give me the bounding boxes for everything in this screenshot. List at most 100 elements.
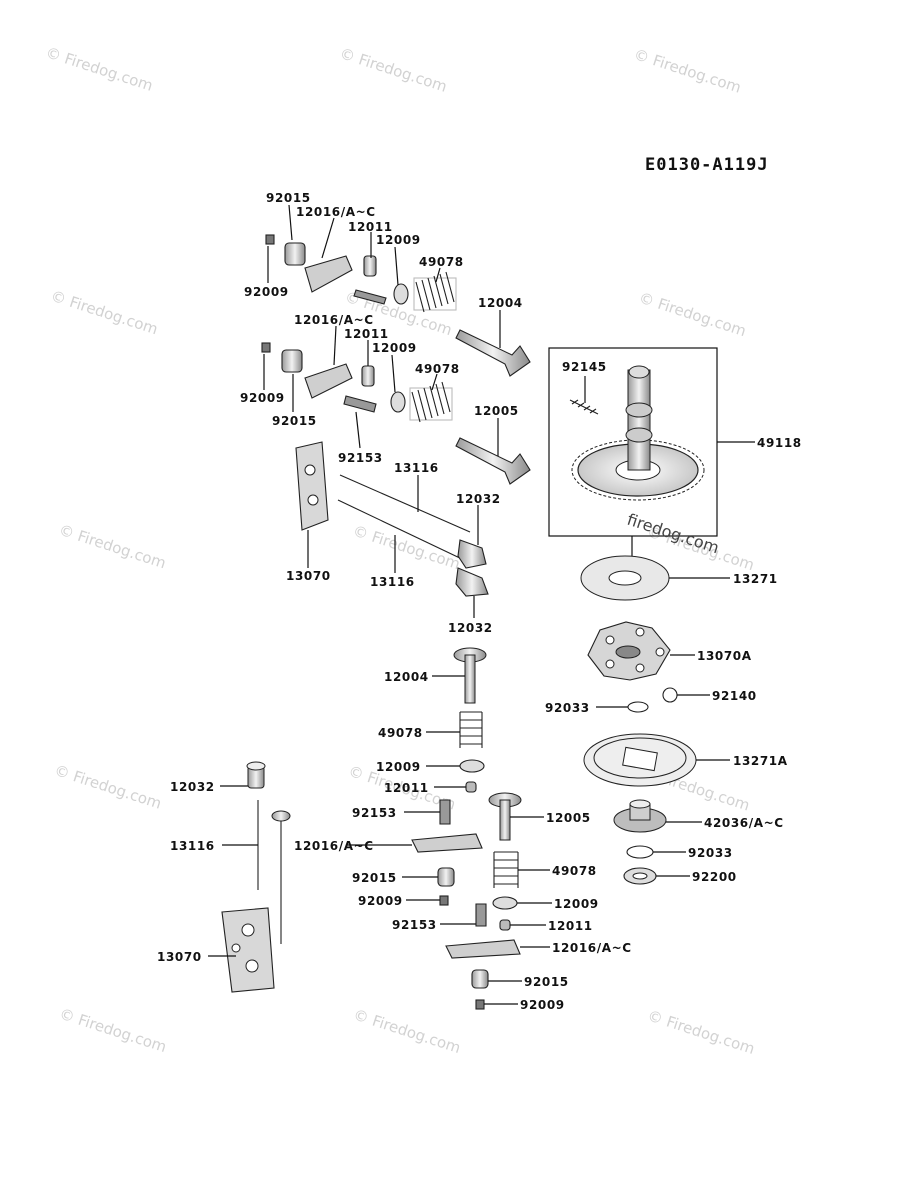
label-92015: 92015	[352, 871, 397, 885]
stud-92153	[439, 799, 451, 825]
spring-49078	[459, 711, 483, 748]
label-12016: 12016/A~C	[552, 941, 632, 955]
label-12009: 12009	[554, 897, 599, 911]
label-92009: 92009	[244, 285, 289, 299]
watermark-text: © Firedog.com	[351, 522, 463, 574]
rocker-arm-12016	[411, 833, 483, 853]
governor-cup-13271A	[583, 733, 697, 787]
valve-12005	[488, 792, 522, 841]
label-92145: 92145	[562, 360, 607, 374]
label-12005: 12005	[546, 811, 591, 825]
watermark-text: © Firedog.com	[645, 1006, 757, 1058]
cap-12011	[361, 365, 375, 387]
label-13116: 13116	[370, 575, 415, 589]
watermark-text: © Firedog.com	[57, 1005, 169, 1057]
label-13070: 13070	[157, 950, 202, 964]
push-rod-13116	[339, 474, 471, 533]
label-12011: 12011	[548, 919, 593, 933]
retainer-12009	[459, 759, 485, 773]
label-92200: 92200	[692, 870, 737, 884]
label-13070A: 13070A	[697, 649, 752, 663]
cap-12011	[499, 919, 511, 931]
watermark-text: © Firedog.com	[57, 521, 169, 573]
label-12011: 12011	[344, 327, 389, 341]
cap-12011	[363, 255, 377, 277]
label-92009: 92009	[240, 391, 285, 405]
adjuster-nut-92009	[261, 342, 271, 353]
label-92033: 92033	[688, 846, 733, 860]
label-92033: 92033	[545, 701, 590, 715]
retainer-12009	[393, 283, 409, 305]
label-12032: 12032	[448, 621, 493, 635]
gear-42036	[613, 799, 667, 833]
label-12016: 12016/A~C	[294, 839, 374, 853]
rocker-arm-12016	[304, 255, 353, 293]
label-12032: 12032	[456, 492, 501, 506]
rocker-arm-12016	[304, 363, 353, 399]
label-12009: 12009	[372, 341, 417, 355]
label-49078: 49078	[552, 864, 597, 878]
label-12004: 12004	[384, 670, 429, 684]
adjuster-nut-92009	[439, 895, 449, 906]
label-13116: 13116	[394, 461, 439, 475]
label-42036: 42036/A~C	[704, 816, 784, 830]
governor-weight-holder-13070A	[587, 621, 671, 681]
label-13271A: 13271A	[733, 754, 788, 768]
label-13271: 13271	[733, 572, 778, 586]
label-49078: 49078	[378, 726, 423, 740]
watermark-text: © Firedog.com	[637, 289, 749, 341]
label-49078: 49078	[415, 362, 460, 376]
tappet-12032	[457, 539, 487, 569]
label-92153: 92153	[338, 451, 383, 465]
watermark-text: © Firedog.com	[351, 1005, 463, 1057]
watermark-text: © Firedog.com	[338, 44, 450, 96]
retainer-12009	[492, 896, 518, 910]
label-12016: 12016/A~C	[294, 313, 374, 327]
rocker-arm-12016	[445, 939, 521, 959]
stud-92153	[343, 395, 377, 413]
ring-92033	[627, 701, 649, 713]
label-92015: 92015	[266, 191, 311, 205]
label-92140: 92140	[712, 689, 757, 703]
pivot-92015	[437, 867, 455, 887]
watermark-text: © Firedog.com	[48, 287, 160, 339]
label-12032: 12032	[170, 780, 215, 794]
label-92153: 92153	[392, 918, 437, 932]
label-12011: 12011	[348, 220, 393, 234]
valve-12005	[455, 437, 531, 485]
retainer-12009	[390, 391, 406, 413]
ball-92140	[662, 687, 678, 703]
label-92009: 92009	[520, 998, 565, 1012]
adjuster-nut-92009	[475, 999, 485, 1010]
guide-plate-13070	[221, 907, 275, 993]
label-12011: 12011	[384, 781, 429, 795]
rocker-assembly-upper	[265, 234, 531, 377]
spring-92145	[569, 399, 599, 415]
pivot-92015	[471, 969, 489, 989]
diagram-code: E0130-A119J	[645, 155, 769, 175]
watermark-text: © Firedog.com	[632, 45, 744, 97]
watermark-text: © Firedog.com	[52, 761, 164, 813]
push-rod-13116	[337, 499, 465, 561]
label-92009: 92009	[358, 894, 403, 908]
label-49078: 49078	[419, 255, 464, 269]
stud-92153	[353, 289, 387, 305]
pivot-92015	[281, 349, 303, 373]
guide-plate-13070	[295, 441, 329, 531]
watermark-center: firedog.com	[625, 510, 722, 558]
ring-92033	[626, 845, 654, 859]
label-12009: 12009	[376, 233, 421, 247]
cap-12011	[465, 781, 477, 793]
tappet-12032	[246, 761, 266, 789]
tappet-12032	[455, 567, 489, 597]
label-92153: 92153	[352, 806, 397, 820]
label-13070: 13070	[286, 569, 331, 583]
watermark-text: © Firedog.com	[43, 43, 155, 95]
spring-49078	[413, 271, 457, 313]
label-13116: 13116	[170, 839, 215, 853]
spring-49078	[493, 851, 519, 888]
pivot-92015	[284, 242, 306, 266]
label-12005: 12005	[474, 404, 519, 418]
